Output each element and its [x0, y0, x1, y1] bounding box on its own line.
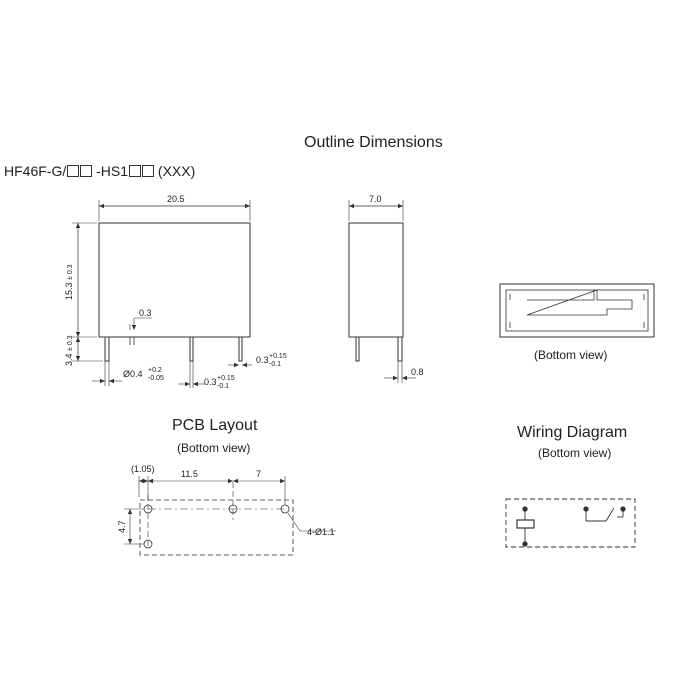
front-view — [72, 200, 252, 388]
pcb-dim-row-spacing: 4.7 — [117, 520, 127, 533]
model-middle: -HS1 — [92, 163, 129, 179]
dim-pin-width-a: 0.3 +0.15 -0.1 — [256, 353, 287, 368]
bottom-view — [499, 283, 655, 338]
placeholder-box — [67, 165, 80, 177]
dim-pin-width-b: 0.3 +0.15 -0.1 — [204, 375, 235, 390]
dim-pin-length: 3.4 ± 0.3 — [64, 335, 74, 366]
dim-pin-offset: 0.3 — [139, 308, 152, 318]
bottom-view-caption: (Bottom view) — [534, 348, 608, 362]
pcb-title: PCB Layout — [172, 417, 258, 434]
dim-pin-width-a-tol-minus: -0.1 — [269, 361, 282, 368]
wiring-title: Wiring Diagram — [517, 424, 628, 441]
dim-height-value: 15.3 — [64, 282, 74, 300]
relay-body-front — [98, 222, 251, 338]
dim-pin-width-b-tol-plus: +0.15 — [217, 375, 235, 382]
contact-blade — [605, 507, 615, 522]
dim-width-side: 7.0 — [369, 194, 382, 204]
pcb-caption: (Bottom view) — [177, 441, 251, 455]
model-number: HF46F-G/ -HS1 (XXX) — [4, 163, 195, 179]
relay-body-side — [348, 222, 404, 338]
dim-pin-dia-value: Ø0.4 — [123, 369, 143, 379]
dim-pin-width-a-value: 0.3 — [256, 355, 269, 365]
dim-pin-width-b-tol-minus: -0.1 — [217, 383, 230, 390]
pcb-outline — [139, 499, 294, 556]
pcb-dim-spacing-b: 7 — [256, 469, 262, 479]
side-pin-1 — [355, 336, 360, 362]
pcb-dim-spacing-a: 11.5 — [181, 469, 198, 479]
coil-symbol — [516, 519, 535, 529]
dim-pin-dia-tol-plus: +0.2 — [148, 367, 162, 374]
placeholder-box — [129, 165, 142, 177]
wiring-caption: (Bottom view) — [538, 446, 612, 460]
dim-height-front: 15.3 ± 0.3 — [64, 264, 74, 300]
model-suffix: (XXX) — [154, 163, 196, 179]
dim-pin-dia-tol-minus: -0.05 — [148, 375, 164, 382]
dim-pin-width-a-tol-plus: +0.15 — [269, 353, 287, 360]
pin-1 — [104, 336, 110, 362]
side-view — [348, 200, 416, 383]
wiring-outline — [505, 498, 636, 548]
page-title: Outline Dimensions — [304, 134, 443, 151]
pin-2 — [189, 336, 194, 362]
side-pin-2 — [397, 336, 403, 362]
dim-pin-width-side: 0.8 — [411, 367, 424, 377]
dim-pin-dia: Ø0.4 +0.2 -0.05 — [123, 367, 164, 382]
model-prefix: HF46F-G/ — [4, 163, 67, 179]
bottom-contact-slot — [526, 289, 633, 316]
pcb-dim-offset: (1.05) — [131, 464, 155, 474]
placeholder-box — [80, 165, 93, 177]
dim-pin-length-value: 3.4 — [64, 353, 74, 366]
pin-3 — [238, 336, 243, 362]
dim-pin-width-b-value: 0.3 — [204, 377, 217, 387]
placeholder-box — [142, 165, 155, 177]
bottom-outline-outer — [499, 283, 655, 338]
dim-pin-length-tol: ± 0.3 — [67, 335, 74, 351]
dim-height-tol: ± 0.3 — [67, 264, 74, 280]
pcb-hole-spec: 4-Ø1.1 — [307, 527, 335, 537]
wiring-drawing — [505, 498, 636, 548]
pcb-drawing — [124, 476, 336, 556]
pcb-hole-2 — [228, 504, 238, 514]
bottom-outline-inner — [505, 289, 649, 332]
dim-width-front: 20.5 — [167, 194, 185, 204]
